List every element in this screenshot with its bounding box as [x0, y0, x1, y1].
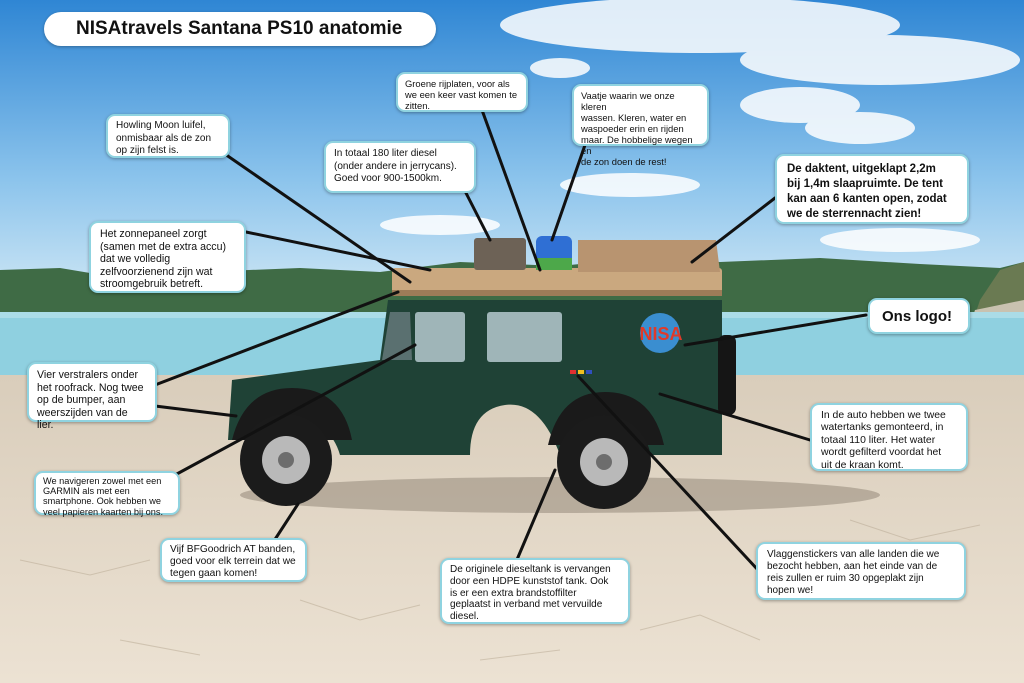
callout-ons-logo: Ons logo!	[868, 298, 970, 334]
callout-diesel-180: In totaal 180 liter diesel (onder andere…	[324, 141, 476, 193]
callout-navigeren: We navigeren zowel met een GARMIN als me…	[34, 471, 180, 517]
jerrycans	[474, 238, 526, 270]
nisa-logo: NISA	[639, 313, 683, 353]
pointer-lines	[153, 108, 868, 572]
windshield	[382, 312, 412, 360]
front-window	[415, 312, 465, 362]
page-title: NISAtravels Santana PS10 anatomie	[44, 12, 436, 46]
flag-stickers	[570, 370, 592, 374]
callout-banden: Vijf BFGoodrich AT banden, goed voor elk…	[160, 538, 307, 582]
front-wheel	[240, 414, 332, 506]
rooftop-tent	[578, 240, 720, 272]
callout-howling-moon: Howling Moon luifel, onmisbaar als de zo…	[106, 114, 230, 158]
callout-zonnepaneel: Het zonnepaneel zorgt (samen met de extr…	[89, 221, 246, 293]
spare-tire	[718, 335, 736, 415]
roof-rack	[392, 268, 722, 296]
callout-verstralers: Vier verstralers onder het roofrack. Nog…	[27, 362, 157, 431]
callout-vaatje: Vaatje waarin we onze kleren wassen. Kle…	[572, 84, 709, 167]
svg-text:NISA: NISA	[639, 324, 682, 344]
callout-watertanks: In de auto hebben we twee watertanks gem…	[810, 403, 968, 471]
callout-vlaggen: Vlaggenstickers van alle landen die we b…	[756, 542, 966, 600]
rear-window	[487, 312, 562, 362]
callout-groene-rijplaten: Groene rijplaten, voor als we een keer v…	[396, 72, 528, 112]
clouds	[380, 0, 1020, 252]
callout-dieseltank: De originele dieseltank is vervangen doo…	[440, 558, 630, 624]
rear-wheel	[557, 415, 651, 509]
callout-daktent: De daktent, uitgeklapt 2,2m bij 1,4m sla…	[775, 154, 969, 224]
vehicle: NISA	[228, 236, 736, 509]
